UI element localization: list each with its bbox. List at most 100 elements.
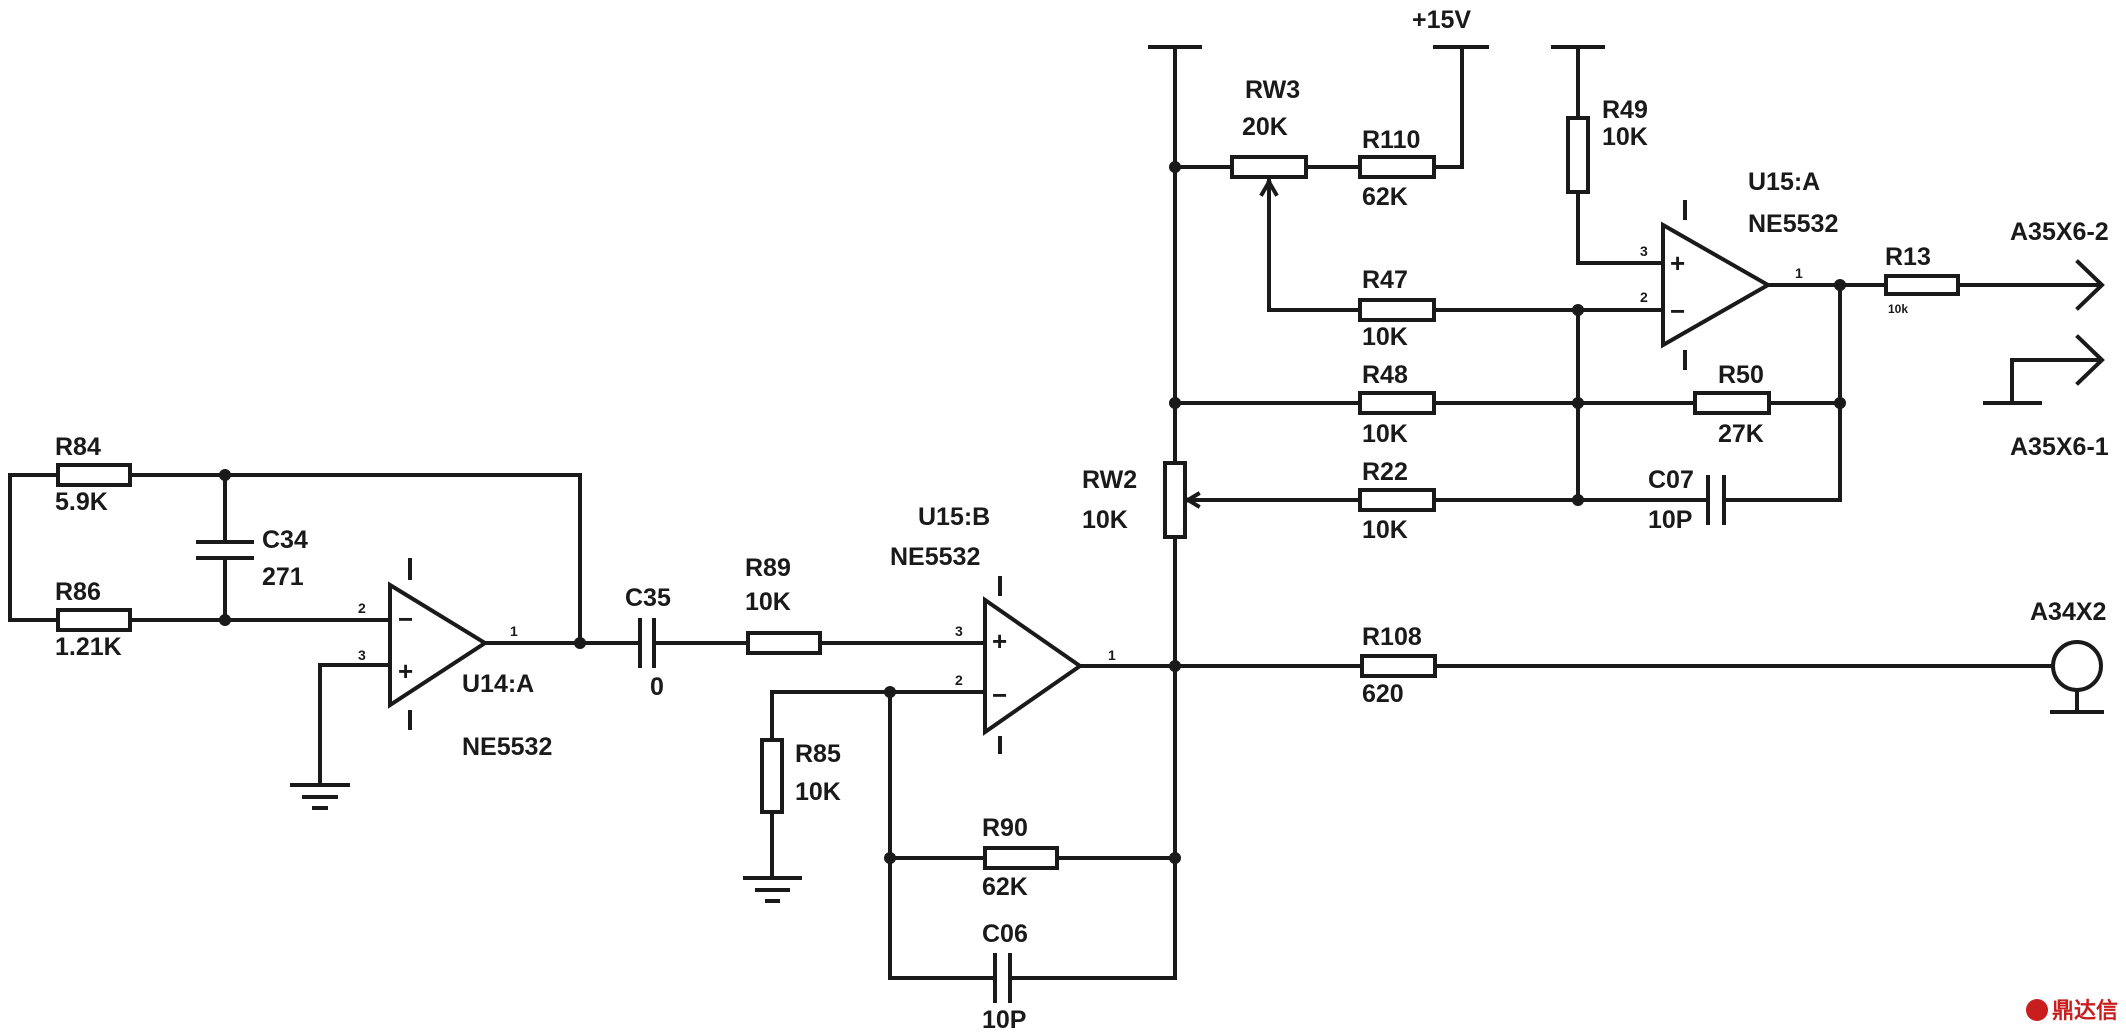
potentiometer-rw2 [1163, 461, 1187, 539]
junctions [219, 161, 1846, 864]
ref-r47: R47 [1362, 266, 1408, 294]
resistor-r22 [1358, 488, 1436, 512]
pin-number: 1 [1795, 265, 1803, 281]
part-u15a: NE5532 [1748, 210, 1838, 238]
capacitor-c35 [638, 618, 656, 668]
opamp-u15a: + − [1661, 200, 1773, 370]
ref-u15b: U15:B [918, 503, 990, 531]
resistor-r89 [746, 631, 822, 655]
pin-number: 2 [955, 672, 963, 688]
ref-r49: R49 [1602, 96, 1648, 124]
ref-r48: R48 [1362, 361, 1408, 389]
resistor-r86 [56, 608, 132, 632]
value-r110: 62K [1362, 183, 1408, 211]
ref-r86: R86 [55, 578, 101, 606]
supply-label: +15V [1412, 6, 1471, 34]
rw3-wiper-arrow [1259, 179, 1279, 197]
pin-numbers: 2 3 1 3 2 1 3 2 1 [358, 243, 1803, 688]
junction-dot [1572, 304, 1584, 316]
inverting-sign: − [398, 604, 413, 634]
resistors [56, 116, 1960, 870]
ground-symbol [290, 783, 350, 810]
pin-number: 1 [1108, 647, 1116, 663]
resistor-r48 [1358, 391, 1436, 415]
opamp-u15b: + − [983, 576, 1084, 754]
junction-dot [219, 614, 231, 626]
watermark-text: 鼎达信 [2052, 998, 2118, 1024]
value-r86: 1.21K [55, 633, 122, 661]
value-r85: 10K [795, 778, 841, 806]
connector-label-a35x6-2: A35X6-2 [2010, 218, 2109, 246]
inverting-sign: − [1670, 296, 1685, 326]
capacitors [196, 475, 1726, 1003]
value-r47: 10K [1362, 323, 1408, 351]
junction-dot [1572, 494, 1584, 506]
ref-c34: C34 [262, 526, 308, 554]
junction-dot [574, 637, 586, 649]
connector-label-a34x2: A34X2 [2030, 598, 2106, 626]
connector-a35x6-2-arrow [2075, 259, 2105, 311]
junction-dot [1169, 852, 1181, 864]
pin-number: 3 [955, 623, 963, 639]
resistor-r13 [1884, 274, 1960, 296]
value-c06: 10P [982, 1006, 1026, 1033]
ground-symbol [743, 876, 802, 903]
value-c34: 271 [262, 563, 304, 591]
ref-r22: R22 [1362, 458, 1408, 486]
opamp-u14a: − + [388, 558, 489, 730]
resistor-r84 [56, 463, 132, 487]
resistor-r90 [983, 846, 1059, 870]
noninverting-sign: + [992, 626, 1007, 656]
grounds [290, 783, 802, 903]
resistor-r85 [760, 738, 784, 814]
value-r89: 10K [745, 588, 791, 616]
labels: R84 5.9K R86 1.21K C34 271 U14:A NE5532 … [55, 6, 2109, 1033]
junction-dot [219, 469, 231, 481]
value-rw2: 10K [1082, 506, 1128, 534]
ref-r89: R89 [745, 554, 791, 582]
pin-number: 3 [1640, 243, 1648, 259]
capacitor-c07 [1706, 475, 1726, 525]
ref-r50: R50 [1718, 361, 1764, 389]
junction-dot [1169, 660, 1181, 672]
ref-c06: C06 [982, 920, 1028, 948]
value-r50: 27K [1718, 420, 1764, 448]
pin-number: 2 [1640, 289, 1648, 305]
ref-u15a: U15:A [1748, 168, 1820, 196]
value-c35: 0 [650, 673, 664, 701]
rw2-wiper-arrow [1185, 491, 1201, 509]
junction-dot [1572, 397, 1584, 409]
capacitor-c34 [196, 540, 254, 560]
junction-dot [1834, 397, 1846, 409]
ref-r90: R90 [982, 814, 1028, 842]
ref-c35: C35 [625, 584, 671, 612]
ref-r108: R108 [1362, 623, 1422, 651]
junction-dot [1169, 161, 1181, 173]
connector-label-a35x6-1: A35X6-1 [2010, 433, 2109, 461]
value-c07: 10P [1648, 506, 1692, 534]
pin-number: 2 [358, 600, 366, 616]
value-r22: 10K [1362, 516, 1408, 544]
watermark-icon [2026, 999, 2048, 1021]
ref-r84: R84 [55, 433, 101, 461]
value-r90: 62K [982, 873, 1028, 901]
ref-r110: R110 [1362, 126, 1420, 154]
resistor-r110 [1358, 155, 1436, 179]
ref-c07: C07 [1648, 466, 1694, 494]
pin-number: 1 [510, 623, 518, 639]
connector-bnc-a34x2 [2050, 640, 2104, 714]
junction-dot [884, 686, 896, 698]
part-u14a: NE5532 [462, 733, 552, 761]
value-r13: 10k [1888, 302, 1908, 316]
value-r48: 10K [1362, 420, 1408, 448]
resistor-r50 [1693, 391, 1771, 415]
connector-a35x6-1-arrow [2075, 334, 2105, 386]
inverting-sign: − [992, 680, 1007, 710]
ref-u14a: U14:A [462, 670, 534, 698]
resistor-r108 [1360, 654, 1437, 678]
value-r84: 5.9K [55, 488, 108, 516]
ref-rw3: RW3 [1245, 76, 1300, 104]
pin-number: 3 [358, 647, 366, 663]
resistor-r47 [1358, 298, 1436, 322]
junction-dot [1169, 397, 1181, 409]
